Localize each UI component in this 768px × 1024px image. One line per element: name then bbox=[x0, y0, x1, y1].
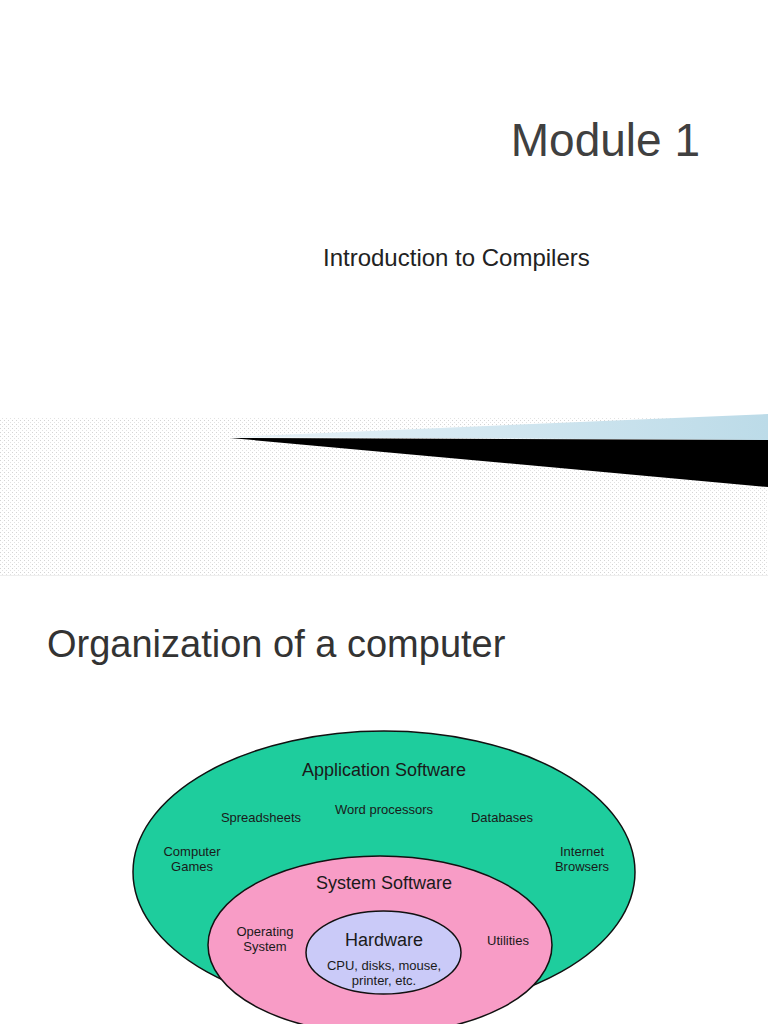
node-item: Internet Browsers bbox=[547, 845, 617, 875]
blue-wedge bbox=[230, 414, 768, 440]
node-item: Word processors bbox=[329, 803, 439, 818]
node-heading: Hardware bbox=[329, 930, 439, 951]
slide-heading: Organization of a computer bbox=[47, 623, 505, 667]
node-heading: Application Software bbox=[269, 760, 499, 781]
node-item: Utilities bbox=[478, 934, 538, 949]
hardware-ellipse: HardwareCPU, disks, mouse, printer, etc. bbox=[305, 910, 462, 995]
slide-subtitle: Introduction to Compilers bbox=[323, 244, 590, 272]
node-item: Computer Games bbox=[157, 845, 227, 875]
application-software-ellipse: Application SoftwareWord processorsSprea… bbox=[132, 730, 636, 1014]
node-item: Spreadsheets bbox=[216, 811, 306, 826]
node-item: CPU, disks, mouse, printer, etc. bbox=[322, 959, 447, 989]
black-wedge bbox=[230, 438, 768, 487]
node-heading: System Software bbox=[294, 873, 474, 894]
node-item: Operating System bbox=[229, 925, 301, 955]
slide-divider bbox=[0, 575, 768, 576]
ellipse-shape bbox=[306, 911, 461, 994]
slide-title: Module 1 bbox=[511, 114, 700, 167]
node-item: Databases bbox=[462, 811, 542, 826]
ellipse-shape bbox=[208, 856, 552, 1024]
texture-band bbox=[0, 418, 768, 575]
system-software-ellipse: System SoftwareOperating System Utilities… bbox=[207, 855, 553, 1024]
